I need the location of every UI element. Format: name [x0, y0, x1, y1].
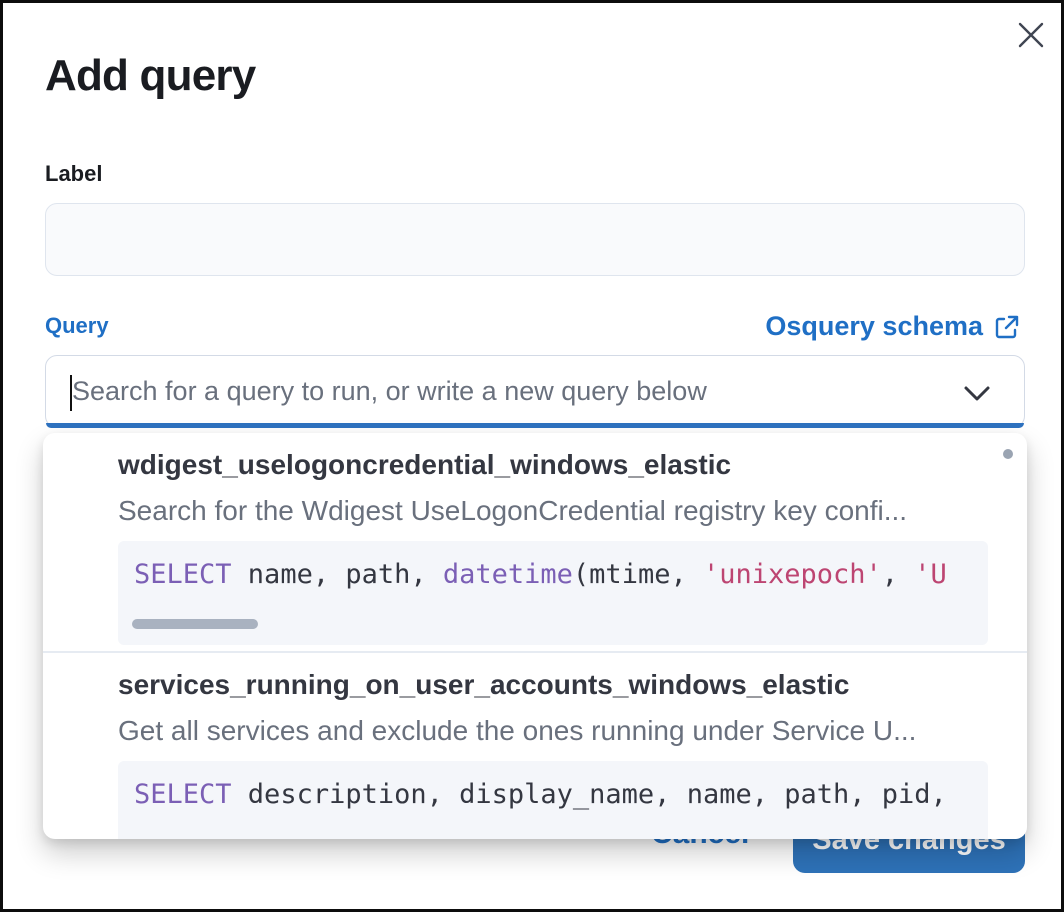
option-title: wdigest_uselogoncredential_windows_elast… [118, 449, 732, 480]
close-icon-glyph [1018, 22, 1044, 48]
sql-snippet: SELECT name, path, datetime(mtime, 'unix… [134, 559, 947, 590]
osquery-schema-link-label: Osquery schema [765, 311, 983, 341]
label-input[interactable] [45, 203, 1025, 276]
page-title: Add query [45, 51, 256, 100]
sql-string: 'U [914, 559, 947, 590]
sql-text: name, path, [231, 559, 443, 590]
label-field-label: Label [45, 161, 103, 186]
external-link-icon [995, 315, 1019, 338]
sql-text: , [881, 559, 915, 590]
sql-function: datetime [442, 559, 573, 590]
text-cursor [70, 375, 72, 411]
sql-keyword: SELECT [134, 779, 232, 810]
chevron-down-icon [964, 386, 990, 401]
sql-string: 'unixepoch' [702, 559, 882, 590]
query-search-combobox[interactable] [45, 355, 1025, 428]
option-description: Search for the Wdigest UseLogonCredentia… [118, 495, 908, 526]
option-description: Get all services and exclude the ones ru… [118, 715, 917, 746]
option-code-block: SELECT name, path, datetime(mtime, 'unix… [118, 541, 988, 645]
query-search-input[interactable] [72, 356, 952, 427]
query-options-dropdown: wdigest_uselogoncredential_windows_elast… [43, 433, 1027, 839]
close-icon[interactable] [1013, 17, 1049, 53]
sql-text: (mtime, [572, 559, 703, 590]
sql-snippet: SELECT description, display_name, name, … [134, 779, 947, 810]
horizontal-scrollbar-thumb[interactable] [132, 619, 258, 629]
option-divider [43, 651, 1027, 653]
sql-keyword: SELECT [134, 559, 232, 590]
sql-text: description, display_name, name, path, p… [231, 779, 947, 810]
option-title: services_running_on_user_accounts_window… [118, 669, 850, 700]
option-code-block: SELECT description, display_name, name, … [118, 761, 988, 839]
vertical-scrollbar-thumb[interactable] [1003, 449, 1013, 459]
query-field-label: Query [45, 313, 109, 338]
osquery-schema-link[interactable]: Osquery schema [765, 311, 1021, 342]
